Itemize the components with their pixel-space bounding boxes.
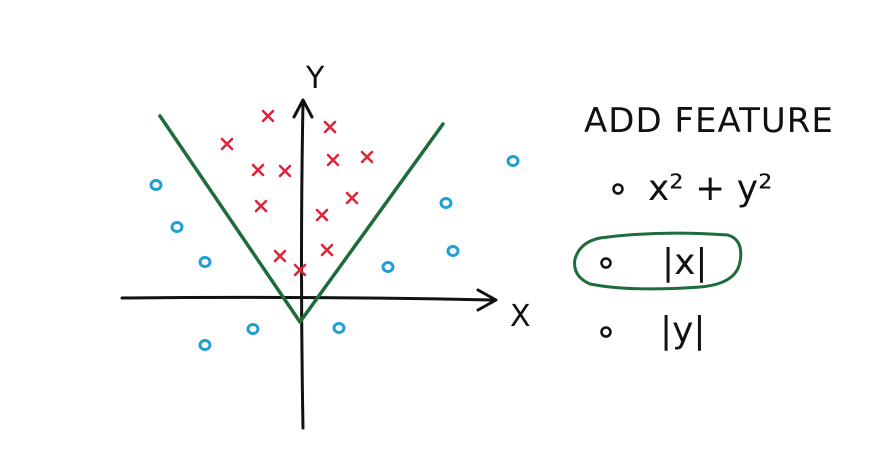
y-axis (300, 101, 305, 430)
option-abs-y[interactable]: |y| (600, 310, 706, 351)
circle-point (446, 245, 460, 257)
circle-point (381, 261, 395, 273)
x-axis (120, 295, 494, 302)
circle-point (149, 179, 163, 191)
selected-option-ring (573, 231, 743, 291)
option-x2-plus-y2[interactable]: x² + y² (612, 168, 773, 209)
circle-point (198, 339, 212, 351)
cross-point (251, 163, 265, 177)
cross-point (220, 137, 234, 151)
circle-point (332, 322, 346, 334)
radio-bullet-icon[interactable] (600, 326, 612, 338)
radio-bullet-icon[interactable] (612, 183, 624, 195)
cross-point (326, 153, 340, 167)
option-label: |x| (662, 242, 708, 283)
cross-point (273, 249, 287, 263)
feature-panel: ADD FEATURE x² + y² |x| |y| (573, 101, 834, 351)
option-label: x² + y² (648, 168, 773, 209)
option-abs-x[interactable]: |x| (573, 231, 743, 291)
circle-class-points (149, 155, 520, 351)
cross-point (320, 243, 334, 257)
y-axis-label: Y (305, 61, 325, 96)
circle-point (439, 197, 453, 209)
circle-point (170, 221, 184, 233)
circle-point (506, 155, 520, 167)
option-label: |y| (660, 310, 706, 351)
x-axis-arrowhead (476, 288, 498, 312)
cross-point (315, 208, 329, 222)
x-axis-label: X (510, 299, 531, 334)
decision-boundary (158, 114, 445, 324)
cross-point (323, 120, 337, 134)
cross-point (360, 150, 374, 164)
cross-class-points (220, 109, 374, 277)
cross-point (345, 191, 359, 205)
y-axis-arrowhead (292, 98, 314, 119)
circle-point (198, 256, 212, 268)
cross-point (261, 109, 275, 123)
radio-bullet-icon[interactable] (600, 257, 612, 269)
cross-point (254, 199, 268, 213)
panel-title: ADD FEATURE (584, 101, 834, 141)
cross-point (278, 164, 292, 178)
cross-point (293, 263, 307, 277)
circle-point (246, 323, 260, 335)
